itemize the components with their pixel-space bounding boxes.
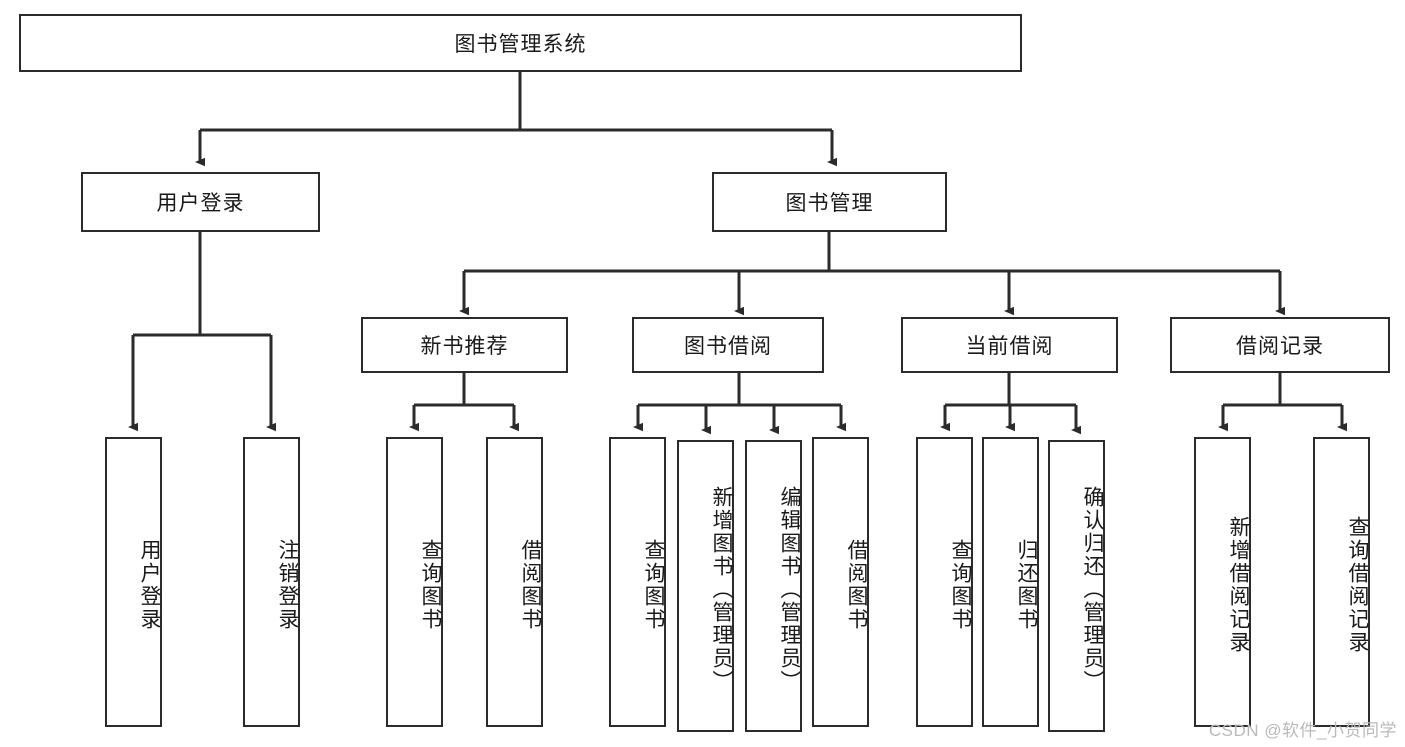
- node-leaf-borrow-book-1[interactable]: 借阅图书: [486, 437, 543, 727]
- node-user-login[interactable]: 用户登录: [81, 172, 320, 232]
- node-book-manage-label: 图书管理: [785, 192, 874, 215]
- node-leaf-borrow-book-1-label: 借阅图书: [519, 539, 542, 631]
- node-leaf-return-book[interactable]: 归还图书: [982, 437, 1039, 727]
- node-leaf-borrow-book-2[interactable]: 借阅图书: [812, 437, 869, 727]
- node-leaf-query-book-3[interactable]: 查询图书: [916, 437, 973, 727]
- node-leaf-user-login[interactable]: 用户登录: [105, 437, 162, 727]
- node-current-borrow-label: 当前借阅: [965, 335, 1054, 358]
- node-leaf-query-borrow-record[interactable]: 查询借阅记录: [1313, 437, 1370, 727]
- node-leaf-confirm-return-admin[interactable]: 确认归还（管理员）: [1048, 440, 1105, 732]
- node-leaf-return-book-label: 归还图书: [1015, 539, 1038, 631]
- node-borrow-record[interactable]: 借阅记录: [1170, 317, 1390, 373]
- node-leaf-query-borrow-record-label: 查询借阅记录: [1346, 516, 1369, 654]
- node-leaf-query-book-1[interactable]: 查询图书: [386, 437, 443, 727]
- node-leaf-query-book-3-label: 查询图书: [949, 539, 972, 631]
- watermark: CSDN @软件_小贺同学: [1208, 721, 1397, 740]
- node-leaf-query-book-2[interactable]: 查询图书: [609, 437, 666, 727]
- node-book-borrow[interactable]: 图书借阅: [632, 317, 824, 373]
- node-root-label: 图书管理系统: [454, 33, 587, 56]
- node-leaf-add-borrow-record-label: 新增借阅记录: [1227, 516, 1250, 654]
- node-book-borrow-label: 图书借阅: [684, 335, 772, 358]
- node-leaf-add-borrow-record[interactable]: 新增借阅记录: [1194, 437, 1251, 727]
- node-leaf-edit-book-admin[interactable]: 编辑图书（管理员）: [745, 440, 802, 732]
- node-book-manage[interactable]: 图书管理: [712, 172, 947, 232]
- node-new-book-recommend-label: 新书推荐: [420, 335, 509, 358]
- node-borrow-record-label: 借阅记录: [1236, 335, 1324, 358]
- node-leaf-add-book-admin[interactable]: 新增图书（管理员）: [677, 440, 734, 732]
- node-leaf-borrow-book-2-label: 借阅图书: [845, 539, 868, 631]
- node-leaf-add-book-admin-label: 新增图书（管理员）: [710, 485, 733, 693]
- node-new-book-recommend[interactable]: 新书推荐: [361, 317, 568, 373]
- node-leaf-query-book-1-label: 查询图书: [419, 539, 442, 631]
- node-leaf-logout-login[interactable]: 注销登录: [243, 437, 300, 727]
- node-leaf-confirm-return-admin-label: 确认归还（管理员）: [1081, 485, 1104, 693]
- node-leaf-edit-book-admin-label: 编辑图书（管理员）: [778, 485, 801, 693]
- node-current-borrow[interactable]: 当前借阅: [901, 317, 1118, 373]
- node-leaf-logout-login-label: 注销登录: [276, 539, 299, 631]
- node-leaf-user-login-label: 用户登录: [138, 539, 161, 631]
- node-root[interactable]: 图书管理系统: [19, 14, 1022, 72]
- node-user-login-label: 用户登录: [156, 192, 245, 215]
- node-leaf-query-book-2-label: 查询图书: [642, 539, 665, 631]
